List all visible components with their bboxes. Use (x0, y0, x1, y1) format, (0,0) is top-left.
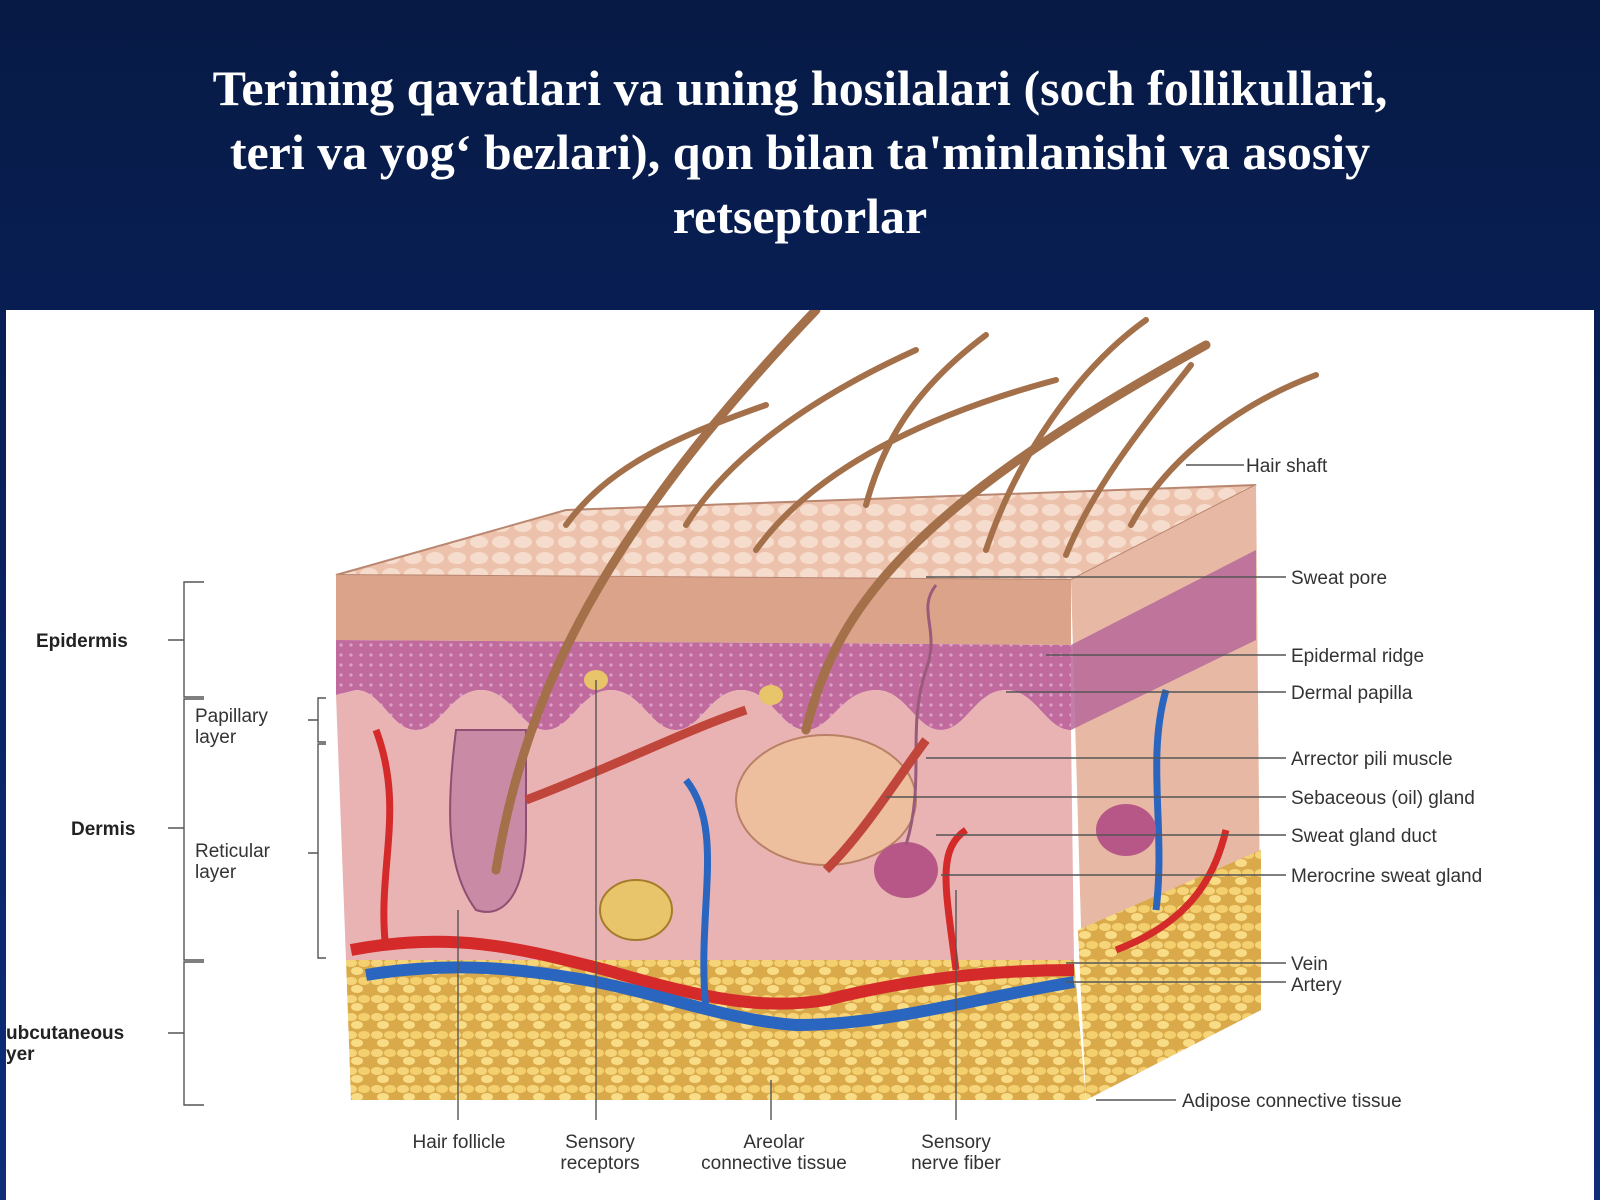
label-sweat-pore: Sweat pore (1291, 568, 1387, 589)
merocrine-sweat-gland (874, 842, 938, 898)
bottom-leaders (457, 680, 957, 1120)
label-areolar-1: Areolar (743, 1132, 805, 1153)
label-artery: Artery (1291, 975, 1342, 996)
hair (491, 310, 821, 875)
sensory-receptor (599, 879, 673, 941)
artery-branch-3 (1114, 829, 1230, 954)
right-face-papillary (1071, 550, 1256, 730)
papillary-layer (336, 640, 1071, 730)
hairs (491, 310, 1319, 875)
label-epidermis: Epidermis (36, 631, 128, 652)
hair-follicle (449, 729, 527, 913)
label-subcutaneous-2: yer (6, 1044, 35, 1065)
label-epidermal-ridge: Epidermal ridge (1291, 646, 1424, 667)
vein-branch (683, 777, 712, 1011)
label-merocrine-gland: Merocrine sweat gland (1291, 866, 1482, 887)
sebaceous-gland (735, 734, 917, 866)
label-papillary-2: layer (195, 727, 237, 748)
arrector-pili-muscle-2 (822, 737, 930, 874)
artery-branch (372, 728, 394, 951)
label-subcutaneous-1: ubcutaneous (6, 1023, 124, 1044)
vein-branch-2 (1152, 689, 1170, 911)
glands (449, 584, 1156, 941)
title-line-2: teri va yog‘ bezlari), qon bilan ta'minl… (229, 124, 1371, 180)
right-leaders (886, 464, 1286, 1101)
right-face-fat (1078, 850, 1261, 1100)
hair (983, 317, 1149, 553)
label-nerve-fiber-1: Sensory (921, 1132, 991, 1153)
hair (753, 377, 1059, 553)
reticular-bracket (308, 743, 326, 959)
arrector-pili-muscle (524, 705, 748, 805)
label-papillary-1: Papillary (195, 706, 268, 727)
title-line-3: retseptorlar (672, 188, 928, 244)
label-dermis: Dermis (71, 819, 135, 840)
subcutaneous-bracket (168, 961, 204, 1106)
label-areolar-2: connective tissue (701, 1153, 847, 1174)
sweat-gland-duct (904, 584, 938, 846)
label-reticular-2: layer (195, 862, 237, 883)
blood-vessels (349, 689, 1230, 1032)
tactile-corpuscle-2 (759, 685, 783, 705)
sweat-gland-right (1096, 804, 1156, 856)
dermis-bracket (168, 698, 204, 961)
slide-title: Terining qavatlari va uning hosilalari (… (120, 56, 1480, 248)
label-hair-shaft: Hair shaft (1246, 456, 1328, 477)
skin-diagram: Epidermis Papillary layer Dermis Reticul… (6, 310, 1482, 1174)
epidermis-layer (336, 575, 1071, 645)
label-nerve-fiber-2: nerve fiber (911, 1153, 1001, 1174)
artery-branch-2 (942, 827, 969, 971)
label-sensory-receptors-2: receptors (560, 1153, 639, 1174)
label-reticular-1: Reticular (195, 841, 271, 862)
title-line-1: Terining qavatlari va uning hosilalari (… (212, 60, 1388, 116)
artery (349, 935, 1075, 1010)
label-vein: Vein (1291, 954, 1328, 975)
label-sensory-receptors-1: Sensory (565, 1132, 635, 1153)
label-arrector-pili: Arrector pili muscle (1291, 749, 1453, 770)
label-hair-follicle: Hair follicle (413, 1132, 506, 1153)
skin-diagram-panel: Epidermis Papillary layer Dermis Reticul… (6, 310, 1594, 1200)
epidermis-bracket (168, 581, 204, 698)
hair (563, 402, 769, 528)
hair (683, 347, 919, 528)
label-sweat-gland-duct: Sweat gland duct (1291, 826, 1437, 847)
label-sebaceous-gland: Sebaceous (oil) gland (1291, 788, 1475, 809)
label-adipose: Adipose connective tissue (1182, 1091, 1402, 1112)
subcutaneous-layer (346, 960, 1086, 1100)
hair (863, 332, 989, 508)
left-brackets (168, 581, 326, 1106)
hair (1128, 372, 1319, 528)
papillary-bracket (308, 697, 326, 743)
hair (801, 340, 1211, 735)
hair (1063, 362, 1194, 558)
label-dermal-papilla: Dermal papilla (1291, 683, 1413, 704)
